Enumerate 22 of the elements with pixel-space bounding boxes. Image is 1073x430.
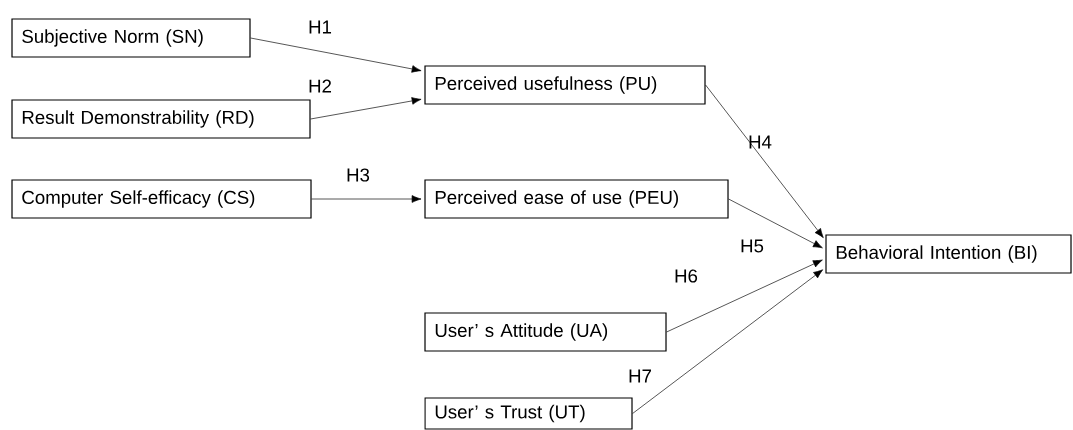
edge-label: H7 xyxy=(629,369,651,383)
arrow xyxy=(632,269,824,414)
arrow xyxy=(705,84,824,238)
concept-box: Computer Self-efficacy (CS) xyxy=(11,179,312,219)
concept-box: Perceived usefulness (PU) xyxy=(424,65,706,105)
edge-label: H2 xyxy=(309,79,331,93)
concept-box: User’ s Attitude (UA) xyxy=(424,312,667,352)
edge-label: H4 xyxy=(749,135,772,149)
edge-label: H1 xyxy=(309,20,332,34)
concept-box: Result Demonstrability (RD) xyxy=(11,99,311,139)
concept-box: Behavioral Intention (BI) xyxy=(825,234,1072,274)
edge-label: H3 xyxy=(347,168,370,182)
arrow xyxy=(728,198,823,249)
arrow xyxy=(310,97,422,120)
concept-box: Subjective Norm (SN) xyxy=(11,18,251,58)
arrow xyxy=(311,195,422,203)
edge-label: H6 xyxy=(675,269,698,283)
edge-label: H5 xyxy=(741,239,764,253)
concept-box: Perceived ease of use (PEU) xyxy=(424,179,729,219)
concept-box: User’ s Trust (UT) xyxy=(424,397,633,430)
arrow xyxy=(250,37,422,73)
arrow xyxy=(666,259,823,333)
